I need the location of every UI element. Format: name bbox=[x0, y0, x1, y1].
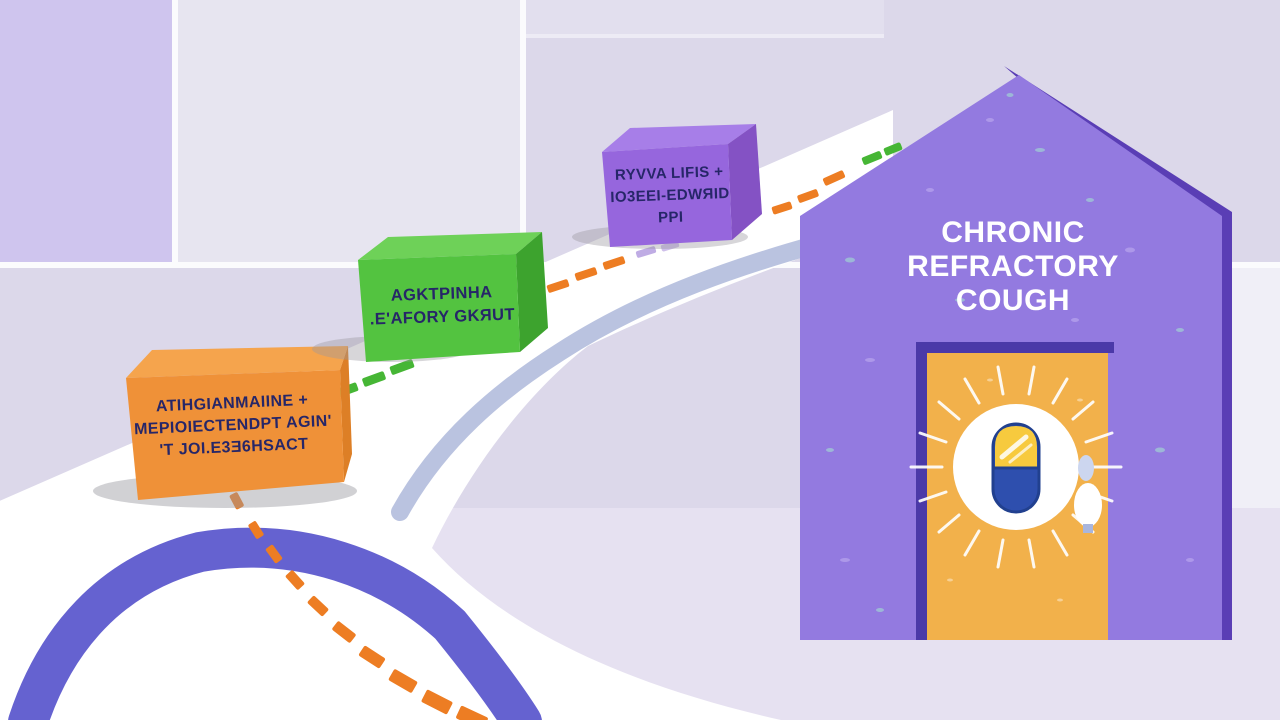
pill-capsule-icon bbox=[991, 422, 1041, 514]
house-speckles bbox=[826, 93, 1194, 612]
step-2-box bbox=[312, 232, 548, 362]
wall-panel-left bbox=[0, 0, 172, 262]
door-handle bbox=[1074, 455, 1102, 533]
wall-grout-vertical-1 bbox=[172, 0, 178, 268]
wall-grout-vertical-2 bbox=[520, 0, 526, 268]
door-speckles bbox=[947, 378, 1083, 602]
road-dashes bbox=[229, 142, 903, 720]
road-inner-edge bbox=[391, 221, 881, 521]
wall-panel-right-light bbox=[1232, 268, 1280, 508]
road-outer-edge bbox=[8, 527, 542, 720]
wall-panel-mid bbox=[178, 0, 520, 262]
door-frame-top bbox=[916, 342, 1114, 353]
wall-grout-top bbox=[526, 34, 884, 38]
house bbox=[800, 66, 1232, 640]
step-3-box bbox=[572, 124, 762, 249]
wall-panel-top bbox=[526, 0, 884, 34]
door bbox=[909, 342, 1123, 640]
door-frame-left bbox=[916, 342, 927, 640]
step-1-box bbox=[93, 346, 357, 508]
